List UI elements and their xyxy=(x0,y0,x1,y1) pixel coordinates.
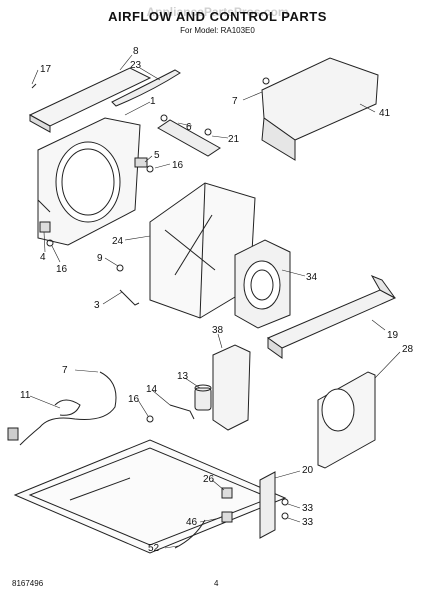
switch-46-part xyxy=(221,511,233,523)
part-label: 33 xyxy=(302,503,314,514)
part-label: 23 xyxy=(130,60,142,71)
part-label: 16 xyxy=(128,394,140,405)
power-cord-part xyxy=(7,371,117,446)
top-panel-part xyxy=(28,67,152,133)
part-label: 17 xyxy=(40,64,52,75)
clip-5-part xyxy=(134,157,148,168)
part-label: 38 xyxy=(212,325,224,336)
fan-bracket-part xyxy=(157,114,221,157)
part-label: 13 xyxy=(177,371,189,382)
screw-9-part xyxy=(116,264,124,272)
screw-16c-part xyxy=(146,415,154,423)
part-label: 14 xyxy=(146,384,158,395)
part-label: 4 xyxy=(40,252,46,263)
part-label: 9 xyxy=(97,253,103,264)
control-bracket-part xyxy=(212,344,251,431)
capacitor-part xyxy=(194,384,212,411)
screw-16-part xyxy=(46,239,54,247)
part-label: 24 xyxy=(112,236,124,247)
part-label: 3 xyxy=(94,300,100,311)
page-title: AIRFLOW AND CONTROL PARTS xyxy=(108,9,327,24)
bracket-23-part xyxy=(111,69,181,107)
model-subtitle: For Model: RA103E0 xyxy=(180,26,255,35)
leader-lines xyxy=(29,54,401,549)
part-label: 19 xyxy=(387,330,399,341)
part-label: 28 xyxy=(402,344,414,355)
document-number: 8167496 xyxy=(12,579,44,588)
part-label: 7 xyxy=(232,96,238,107)
part-label: 1 xyxy=(150,96,156,107)
screw-33a-part xyxy=(281,498,289,506)
part-label: 6 xyxy=(186,122,192,133)
base-pan-part xyxy=(13,439,287,554)
part-label: 26 xyxy=(203,474,215,485)
front-grille-part xyxy=(317,371,376,469)
clip-4-part xyxy=(39,221,51,233)
part-number-labels: 17 8 23 1 7 41 6 21 5 16 24 9 34 3 4 16 … xyxy=(20,46,414,554)
part-label: 16 xyxy=(172,160,184,171)
drain-tube-part xyxy=(174,519,206,549)
page-number: 4 xyxy=(214,579,219,588)
part-label: 16 xyxy=(56,264,68,275)
part-label: 11 xyxy=(20,390,31,401)
center-housing-part xyxy=(149,182,256,319)
part-label: 5 xyxy=(154,150,160,161)
rail-panel-part xyxy=(266,275,397,359)
part-label: 52 xyxy=(148,543,160,554)
clip-3-part xyxy=(119,289,140,306)
part-label: 7 xyxy=(62,365,68,376)
part-label: 8 xyxy=(133,46,139,57)
watermark-text: AppliancePartsPros.com xyxy=(146,5,289,19)
blower-scroll-part xyxy=(234,239,291,329)
switch-26-part xyxy=(221,487,233,499)
part-label: 34 xyxy=(306,272,318,283)
part-label: 33 xyxy=(302,517,314,528)
part-label: 46 xyxy=(186,517,198,528)
screw-16b-part xyxy=(146,165,154,173)
switch-bracket-part xyxy=(259,471,276,539)
part-label: 21 xyxy=(228,134,240,145)
screw-17-part xyxy=(31,83,37,89)
top-cover-part xyxy=(261,57,379,161)
screw-33b-part xyxy=(281,512,289,520)
part-label: 41 xyxy=(379,108,391,119)
strap-14-part xyxy=(169,404,195,420)
part-label: 20 xyxy=(302,465,314,476)
fan-shroud-part xyxy=(37,117,141,246)
